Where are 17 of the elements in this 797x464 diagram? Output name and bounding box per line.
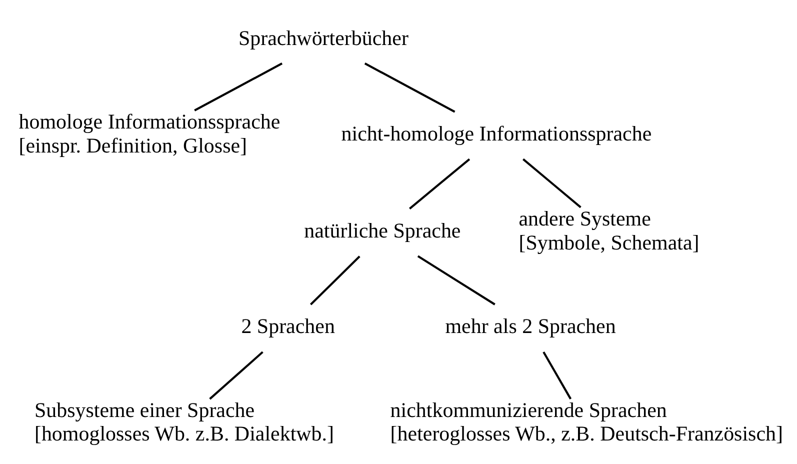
node-text: Sprachwörterbücher [238, 25, 408, 50]
node-text: Subsysteme einer Sprache [homoglosses Wb. z.B. Dialektwb.] [34, 398, 334, 446]
connector [364, 62, 456, 112]
node-text: homologe Informationssprache [einspr. Definition, Glosse] [18, 109, 280, 157]
connector [522, 158, 582, 208]
node-text: andere Systeme [Symbole, Schemata] [518, 206, 700, 254]
node-text: nicht-homologe Informationssprache [341, 120, 652, 145]
connector [542, 351, 572, 399]
node-text: 2 Sprachen [241, 314, 335, 338]
node-text: mehr als 2 Sprachen [445, 314, 616, 338]
node-text: natürliche Sprache [304, 218, 461, 242]
connector [409, 158, 470, 209]
connector [194, 62, 283, 111]
connector [310, 255, 360, 305]
node-text: nichtkommunizierende Sprachen [heteroglosses Wb., z.B. Deutsch-Französisch] [390, 398, 783, 446]
connector [417, 254, 496, 305]
connector [209, 350, 264, 400]
